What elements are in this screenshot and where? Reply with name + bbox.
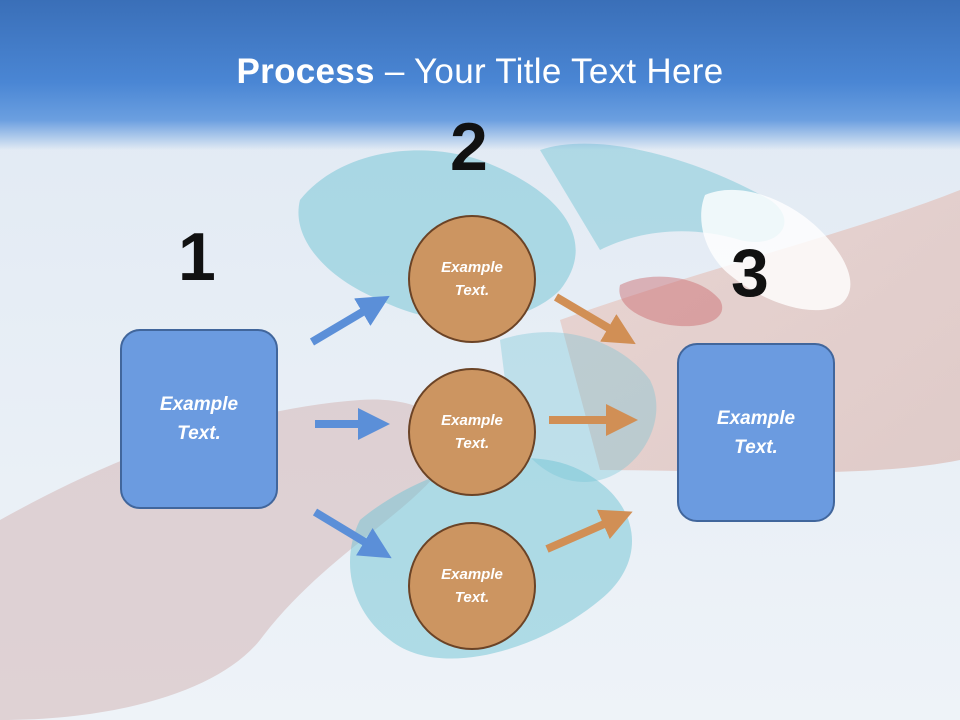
circle-top-line2: Text. <box>454 282 490 299</box>
title-bold: Process <box>236 52 375 91</box>
left-step-box: Example Text. <box>120 329 278 509</box>
step-number-3: 3 <box>731 235 769 311</box>
circle-top-line1: Example <box>441 259 503 276</box>
left-box-line2: Text. <box>177 423 221 444</box>
circle-bottom-line1: Example <box>441 566 503 583</box>
middle-circle-center: Example Text. <box>408 368 536 496</box>
slide-title: Process – Your Title Text Here <box>0 52 960 92</box>
title-bar <box>0 0 960 150</box>
right-box-line2: Text. <box>734 436 778 458</box>
left-box-line1: Example <box>159 394 239 415</box>
circle-bottom-line2: Text. <box>454 589 490 606</box>
circle-center-line2: Text. <box>454 435 490 452</box>
middle-circle-top: Example Text. <box>408 215 536 343</box>
title-rest: – Your Title Text Here <box>374 52 724 91</box>
middle-circle-bottom: Example Text. <box>408 522 536 650</box>
right-step-box: Example Text. <box>677 343 835 522</box>
right-box-line1: Example <box>716 407 796 429</box>
step-number-1: 1 <box>178 219 216 295</box>
circle-center-line1: Example <box>441 412 503 429</box>
step-number-2: 2 <box>450 109 488 185</box>
